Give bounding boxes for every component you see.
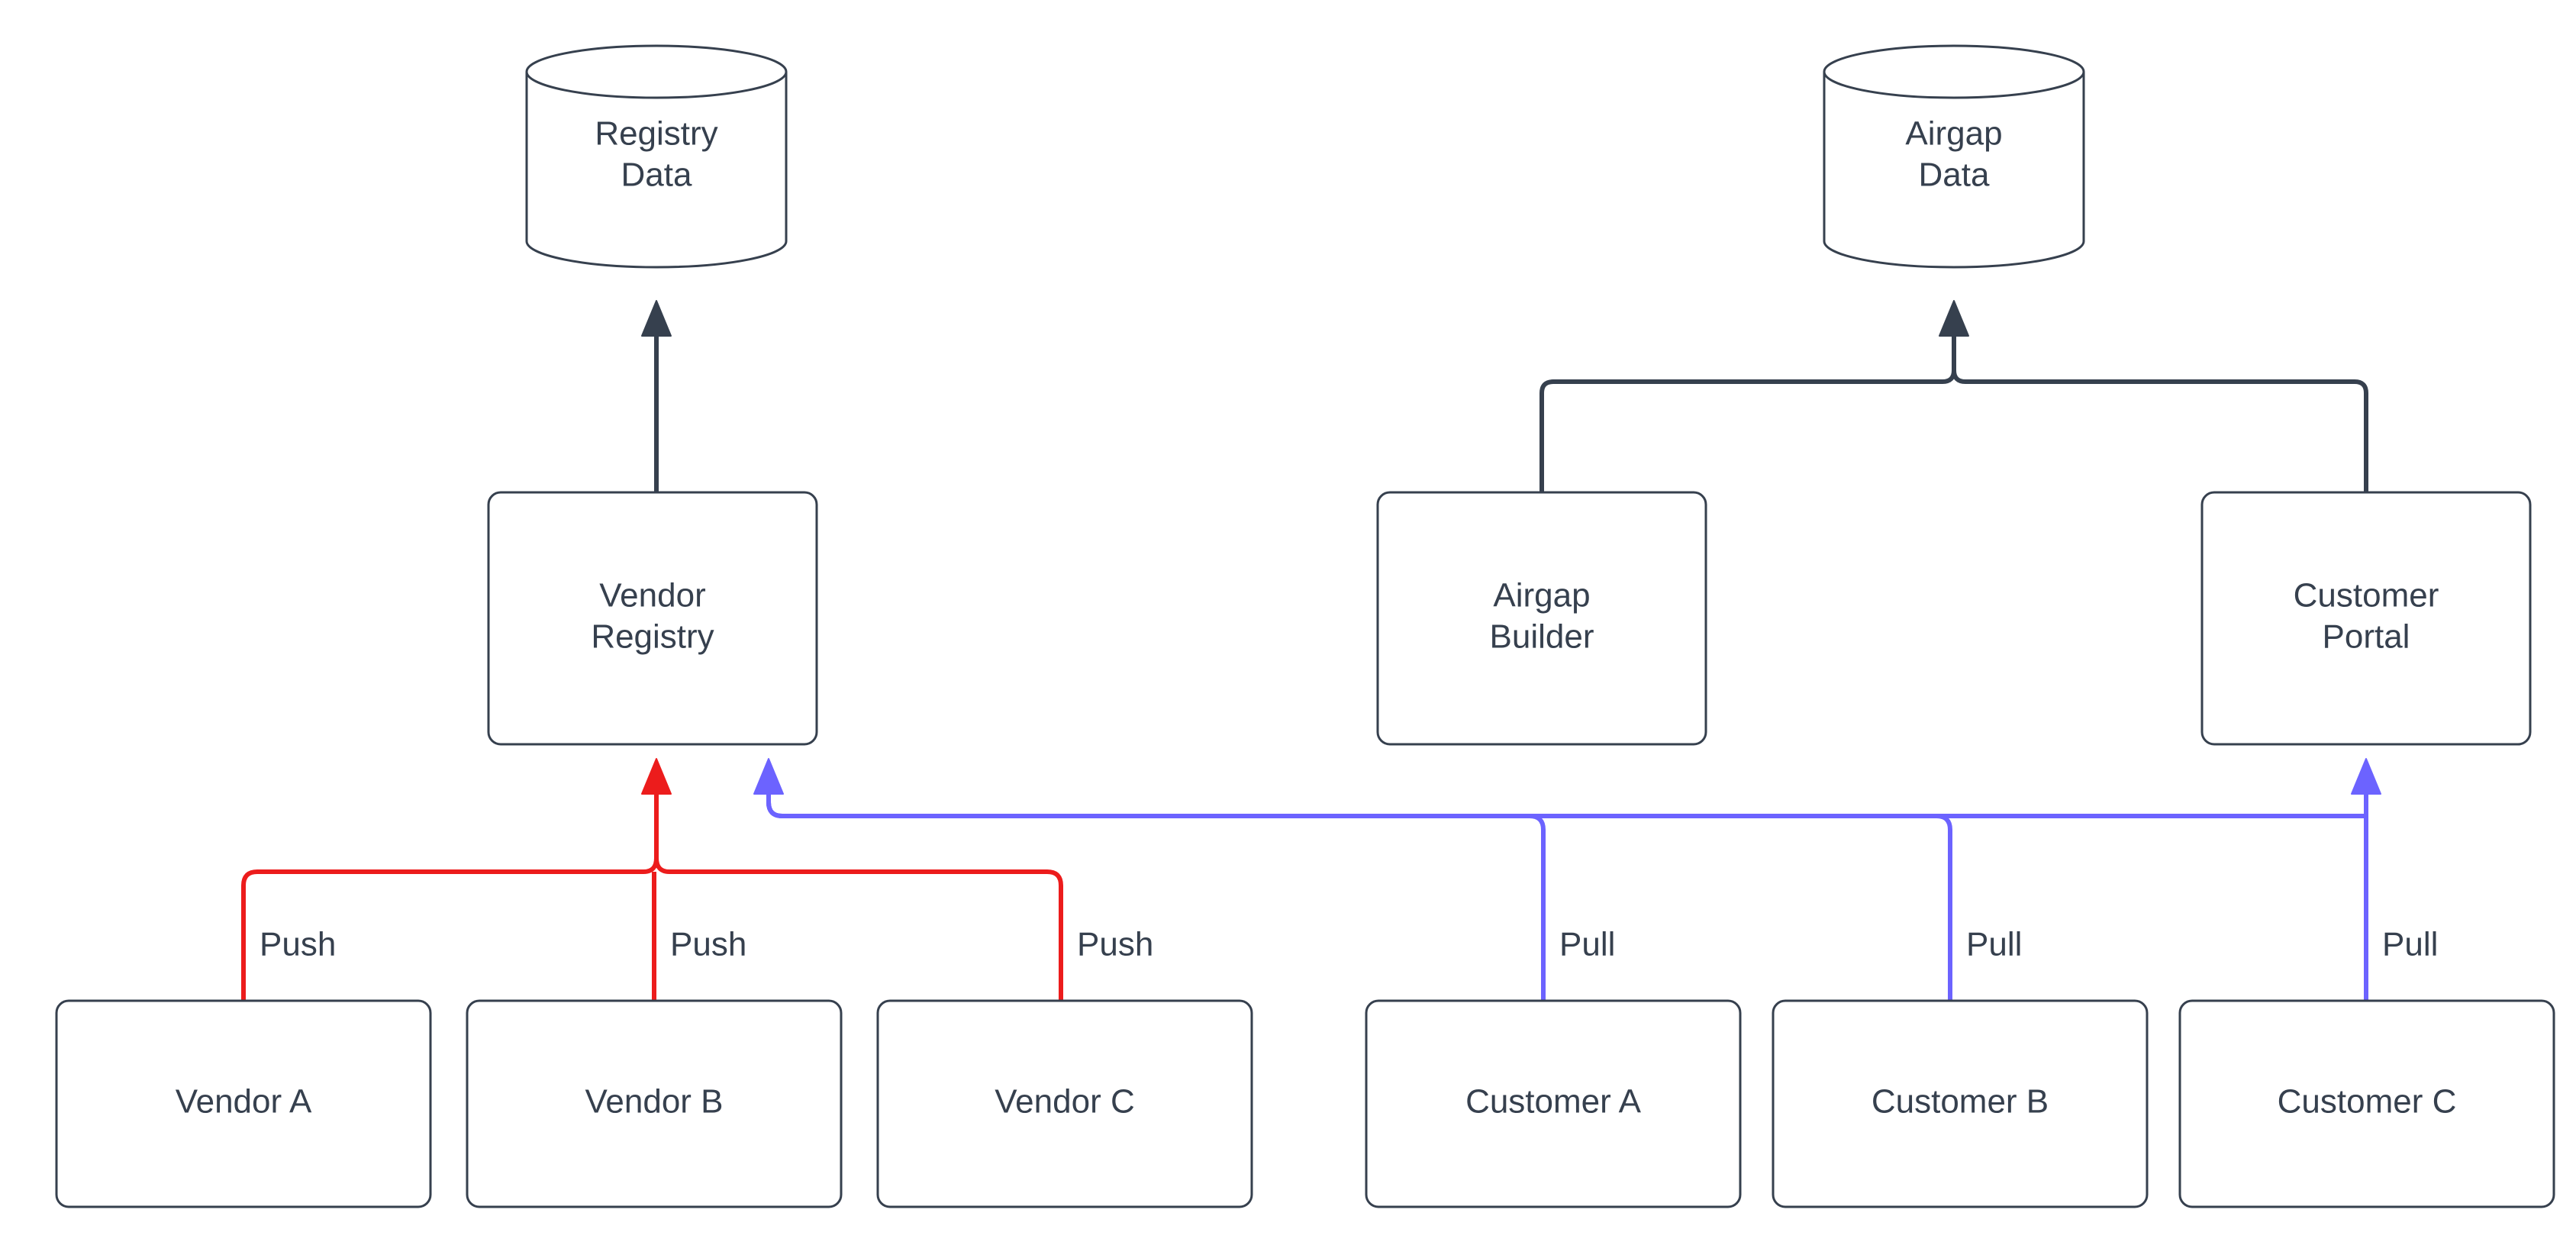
edge-customer-portal-to-airgap-data	[1952, 313, 2368, 492]
node-vendor-a-label-line1: Vendor A	[176, 1083, 312, 1121]
box-outline	[1772, 999, 2149, 1208]
node-vendor-b-label-line1: Vendor B	[585, 1083, 723, 1121]
node-customer-a-label-line1: Customer A	[1465, 1083, 1642, 1121]
node-airgap-data-label-line2: Data	[1919, 156, 1990, 194]
node-customer-portal-label-line1: Customer	[2294, 577, 2439, 614]
box-outline	[1365, 999, 1742, 1208]
box-outline	[55, 999, 432, 1208]
edge-customer-b-pull	[766, 771, 1952, 1001]
node-vendor-c[interactable]: Vendor C	[876, 999, 1253, 1208]
edge-customer-c-pull-label: Pull	[2382, 926, 2438, 963]
edge-customer-b-pull-label: Pull	[1966, 926, 2022, 963]
edge-vendor-a-push-line	[241, 763, 659, 1001]
cylinder-top-ellipse	[525, 71, 788, 99]
edge-vendor-a-push	[241, 758, 672, 1001]
nodes-layer: RegistryDataAirgapDataVendorRegistryAirg…	[55, 44, 2555, 1208]
cylinder-body	[1823, 44, 2085, 269]
edge-airgap-builder-to-airgap-data-line	[1539, 305, 1956, 492]
node-vendor-registry-label-line2: Registry	[591, 618, 714, 656]
node-registry-data-label-line1: Registry	[595, 115, 717, 153]
box-outline	[466, 999, 843, 1208]
node-customer-portal-label-line2: Portal	[2323, 618, 2410, 656]
node-vendor-registry-label-line1: Vendor	[599, 577, 705, 614]
cylinder-body	[525, 44, 788, 269]
edge-customer-c-pull-arrowhead-icon	[2351, 758, 2381, 795]
edge-vendor-registry-to-registry-data	[641, 300, 672, 492]
edge-labels-layer: Push Push Push Pull Pull Pull	[260, 926, 2438, 963]
edge-pull-bus-to-registry-line	[766, 767, 2366, 818]
node-airgap-data-label-line1: Airgap	[1905, 115, 2002, 153]
node-customer-a[interactable]: Customer A	[1365, 999, 1742, 1208]
node-customer-c-label-line1: Customer C	[2278, 1083, 2457, 1121]
node-vendor-a[interactable]: Vendor A	[55, 999, 432, 1208]
edge-customer-a-pull	[753, 758, 1546, 1001]
edge-vendor-a-push-label: Push	[260, 926, 336, 963]
edge-customer-c-pull	[2351, 758, 2381, 1001]
edge-customer-portal-to-airgap-data-line	[1952, 313, 2368, 492]
box-outline	[2200, 491, 2532, 746]
edge-pull-bus-to-registry	[766, 767, 2366, 818]
box-outline	[2178, 999, 2555, 1208]
edge-customer-a-pull-label: Pull	[1559, 926, 1615, 963]
box-outline	[1376, 491, 1707, 746]
edge-vendor-c-push-line	[654, 771, 1063, 1001]
edge-vendor-registry-to-registry-data-arrowhead-icon	[641, 300, 672, 337]
box-outline	[487, 491, 818, 746]
edge-airgap-builder-to-airgap-data	[1539, 300, 1969, 492]
node-customer-c[interactable]: Customer C	[2178, 999, 2555, 1208]
cylinder-top-ellipse	[1823, 71, 2085, 99]
box-outline	[876, 999, 1253, 1208]
node-registry-data-label-line2: Data	[621, 156, 692, 194]
edge-customer-a-pull-line	[766, 763, 1546, 1001]
edge-customer-b-pull-line	[766, 771, 1952, 1001]
node-vendor-c-label-line1: Vendor C	[995, 1083, 1134, 1121]
node-airgap-builder-label-line2: Builder	[1490, 618, 1594, 656]
node-customer-b[interactable]: Customer B	[1772, 999, 2149, 1208]
edge-vendor-c-push	[654, 771, 1063, 1001]
node-vendor-b[interactable]: Vendor B	[466, 999, 843, 1208]
edge-vendor-b-push-label: Push	[670, 926, 746, 963]
node-customer-b-label-line1: Customer B	[1872, 1083, 2049, 1121]
edges-layer	[241, 300, 2381, 1001]
edge-vendor-c-push-label: Push	[1077, 926, 1153, 963]
node-airgap-builder-label-line1: Airgap	[1493, 577, 1590, 614]
